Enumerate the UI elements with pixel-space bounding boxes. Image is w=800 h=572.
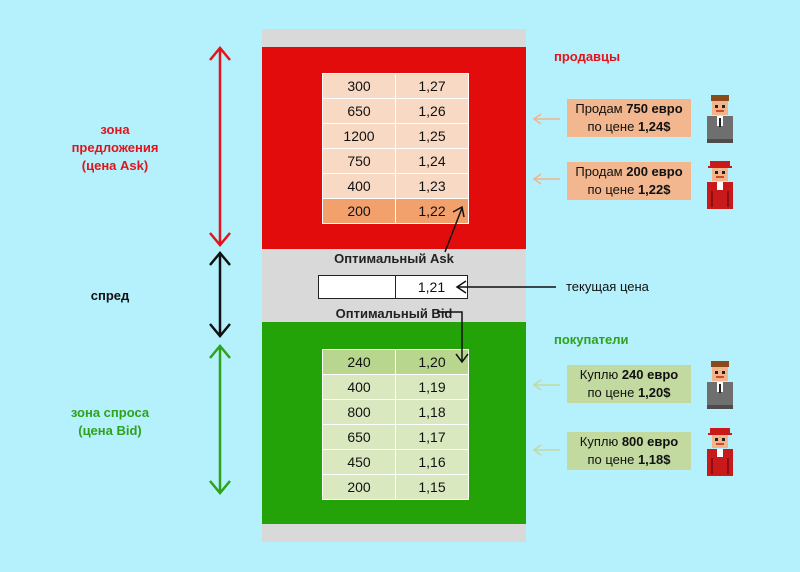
ask-zone-label-line: предложения: [71, 140, 159, 155]
buyer-bid-line1: Куплю 800 евро: [579, 434, 679, 449]
bid-zone-label-line: (цена Bid): [78, 423, 142, 438]
optimal-ask-pointer-icon: [444, 205, 465, 253]
ask-price: 1,23: [395, 173, 469, 199]
current-price-value: 1,21: [417, 279, 446, 295]
bid-qty: 200: [322, 474, 396, 500]
man-gray-jacket-icon: [707, 361, 733, 409]
current-price-pointer-icon: [455, 280, 556, 294]
bid-price: 1,15: [395, 474, 469, 500]
bid-qty: 800: [322, 399, 396, 425]
seller-offer-line2: по цене 1,24$: [587, 119, 671, 134]
bid-price: 1,16: [395, 449, 469, 475]
man-red-cap-icon: [707, 161, 733, 209]
buyer-bid-line2: по цене 1,20$: [587, 385, 671, 400]
buyer-bid-line1: Куплю 240 евро: [579, 367, 679, 382]
ask-qty: 1200: [322, 123, 396, 149]
current-price-box: 1,21: [318, 275, 468, 299]
ask-price: 1,22: [395, 198, 469, 224]
bid-zone-label-line: зона спроса: [70, 405, 150, 420]
buyer-bid-line2: по цене 1,18$: [587, 452, 671, 467]
buyer-bid-box: Куплю 240 евро по цене 1,20$: [567, 365, 691, 403]
seller-offer-box: Продам 750 евро по цене 1,24$: [567, 99, 691, 137]
buyers-label: покупатели: [554, 332, 629, 347]
bid-qty: 450: [322, 449, 396, 475]
optimal-bid-pointer-icon: [437, 311, 469, 364]
bid-zone-arrow-icon: [209, 344, 231, 495]
ask-zone-label-line: (цена Ask): [81, 158, 149, 173]
seller-offer-line1: Продам 750 евро: [575, 101, 683, 116]
seller-offer-line1: Продам 200 евро: [575, 164, 683, 179]
spread-arrow-icon: [209, 251, 231, 338]
ask-price: 1,24: [395, 148, 469, 174]
sellers-label: продавцы: [554, 49, 621, 64]
current-price-empty-cell: [319, 276, 396, 298]
bid-zone-label: зона спроса (цена Bid): [40, 404, 180, 440]
man-gray-jacket-icon: [707, 95, 733, 143]
ask-price: 1,25: [395, 123, 469, 149]
optimal-ask-label: Оптимальный Ask: [334, 251, 454, 266]
man-red-cap-icon: [707, 428, 733, 476]
bid-price: 1,20: [395, 349, 469, 375]
seller-arrow-icon: [532, 113, 560, 185]
ask-zone-label-line: зона: [100, 122, 130, 137]
optimal-bid-label: Оптимальный Bid: [335, 306, 453, 321]
bid-price: 1,17: [395, 424, 469, 450]
bid-qty: 650: [322, 424, 396, 450]
bid-qty: 240: [322, 349, 396, 375]
spread-label: спред: [90, 288, 130, 303]
ask-qty: 750: [322, 148, 396, 174]
ask-zone-arrow-icon: [209, 46, 231, 247]
seller-offer-box: Продам 200 евро по цене 1,22$: [567, 162, 691, 200]
buyer-arrow-icon: [532, 379, 560, 456]
ask-price: 1,26: [395, 98, 469, 124]
buyer-bid-box: Куплю 800 евро по цене 1,18$: [567, 432, 691, 470]
current-price-label: текущая цена: [566, 279, 649, 294]
ask-zone-label: зона предложения (цена Ask): [40, 121, 190, 175]
ask-qty: 400: [322, 173, 396, 199]
bid-price: 1,18: [395, 399, 469, 425]
ask-qty: 200: [322, 198, 396, 224]
seller-offer-line2: по цене 1,22$: [587, 182, 671, 197]
